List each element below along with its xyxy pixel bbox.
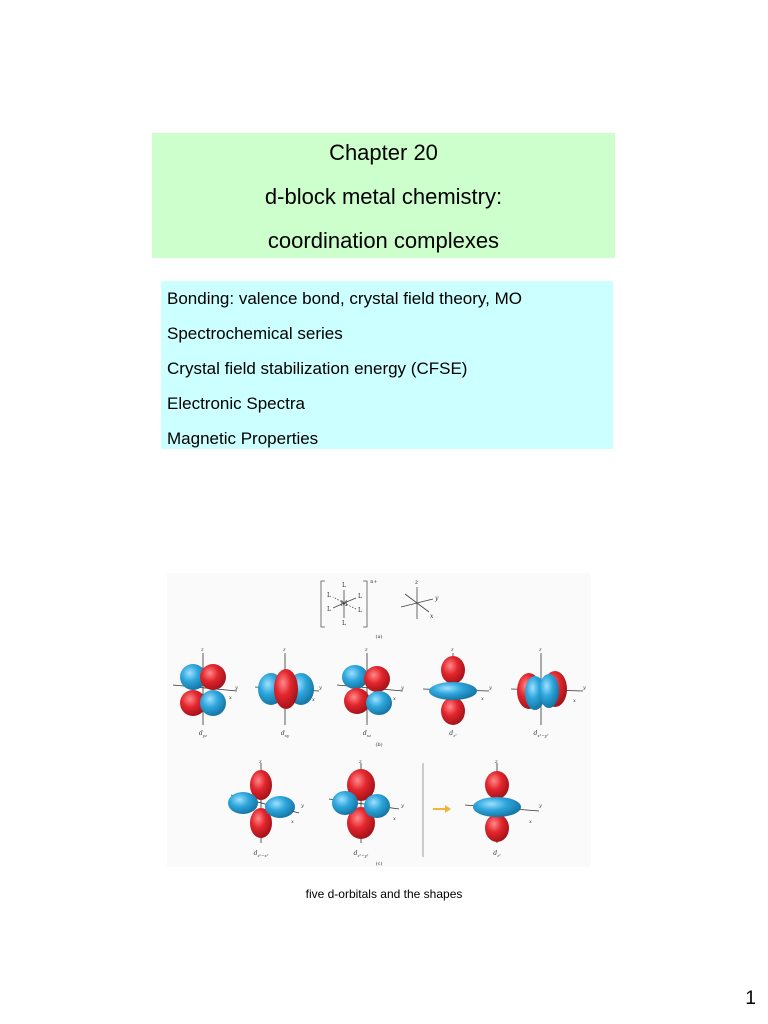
axis-label-z: z	[364, 647, 368, 653]
orbital-label: dz²−y²	[354, 850, 369, 858]
chapter-subtitle-line-1: d-block metal chemistry:	[264, 184, 503, 209]
axis-label-z: z	[282, 647, 286, 653]
axis-label-x: x	[481, 696, 484, 702]
orbital-dz2-y2: z y x dz²−y²	[328, 759, 404, 858]
arrow-icon	[433, 805, 451, 813]
metal-label: M	[340, 600, 347, 608]
orbital-label: dz²	[493, 850, 501, 858]
octahedral-complex-diagram: L L L L L L M n+ z y x (a	[320, 579, 439, 640]
ligand-label: L	[358, 607, 362, 614]
axis-label-x: x	[229, 695, 232, 701]
charge-label: n+	[370, 579, 377, 585]
axis-label-y: y	[234, 685, 238, 691]
figure-caption: five d-orbitals and the shapes	[305, 887, 463, 901]
topics-list: Bonding: valence bond, crystal field the…	[161, 281, 613, 449]
axis-label-z: z	[258, 759, 262, 765]
topic-item: Electronic Spectra	[167, 394, 305, 413]
orbital-row-b: z y x dyz z y x dxy	[172, 647, 586, 748]
axis-label-y: y	[538, 803, 542, 809]
orbital-label: dxz	[363, 730, 372, 738]
ligand-label: L	[342, 620, 346, 627]
ligand-label: L	[358, 593, 362, 600]
orbital-dz2-result: z y x dz²	[464, 759, 542, 858]
orbital-dx2-y2: z y x dx²−y²	[510, 647, 586, 738]
ligand-label: L	[327, 592, 331, 599]
topic-item: Magnetic Properties	[167, 429, 319, 448]
orbital-dz2: z y x dz²	[422, 647, 492, 738]
title-box: Chapter 20 d-block metal chemistry: coor…	[152, 133, 615, 258]
topic-item: Spectrochemical series	[167, 324, 343, 343]
page-number: 1	[745, 988, 756, 1009]
orbital-dyz: z y x dyz	[172, 647, 238, 738]
axis-label-z: z	[414, 579, 419, 586]
axis-label-x: x	[529, 819, 532, 825]
axis-label-y: y	[400, 803, 404, 809]
axis-label-y: y	[400, 685, 404, 691]
axis-label-z: z	[450, 647, 454, 653]
panel-label-b: (b)	[375, 741, 382, 748]
axis-label-z: z	[494, 759, 498, 765]
orbital-dz2-x2: z y x dz²−x²	[228, 759, 304, 858]
axis-label-x: x	[312, 697, 315, 703]
topic-item: Crystal field stabilization energy (CFSE…	[167, 359, 468, 378]
axis-label-x: x	[430, 613, 434, 620]
orbital-label: dx²−y²	[534, 730, 549, 738]
axis-label-x: x	[573, 698, 576, 704]
orbital-dxz: z y x dxz	[336, 647, 404, 738]
topic-item: Bonding: valence bond, crystal field the…	[167, 289, 522, 308]
axis-label-z: z	[538, 647, 542, 653]
panel-label-a: (a)	[376, 633, 383, 640]
orbital-label: dxy	[281, 730, 290, 738]
axis-label-y: y	[318, 685, 322, 691]
ligand-label: L	[342, 582, 346, 589]
ligand-label: L	[327, 606, 331, 613]
panel-label-c: (c)	[376, 860, 383, 867]
orbital-dxy: z y x dxy	[254, 647, 322, 738]
axis-label-x: x	[291, 819, 294, 825]
orbital-label: dz²−x²	[254, 850, 269, 858]
chapter-title: Chapter 20	[329, 140, 438, 165]
d-orbitals-figure: L L L L L L M n+ z y x (a	[167, 573, 591, 867]
axis-label-y: y	[488, 685, 492, 691]
axis-label-y: y	[582, 685, 586, 691]
axis-label-x: x	[393, 816, 396, 822]
axis-label-z: z	[358, 759, 362, 765]
axis-label-y: y	[434, 595, 439, 602]
axis-label-z: z	[200, 647, 204, 653]
orbital-row-c: z y x dz²−x² z y x dz²−y²	[228, 759, 542, 867]
axis-label-x: x	[393, 696, 396, 702]
chapter-subtitle-line-2: coordination complexes	[267, 228, 500, 253]
axis-label-y: y	[300, 803, 304, 809]
orbital-label: dyz	[199, 730, 208, 738]
orbital-label: dz²	[449, 730, 457, 738]
